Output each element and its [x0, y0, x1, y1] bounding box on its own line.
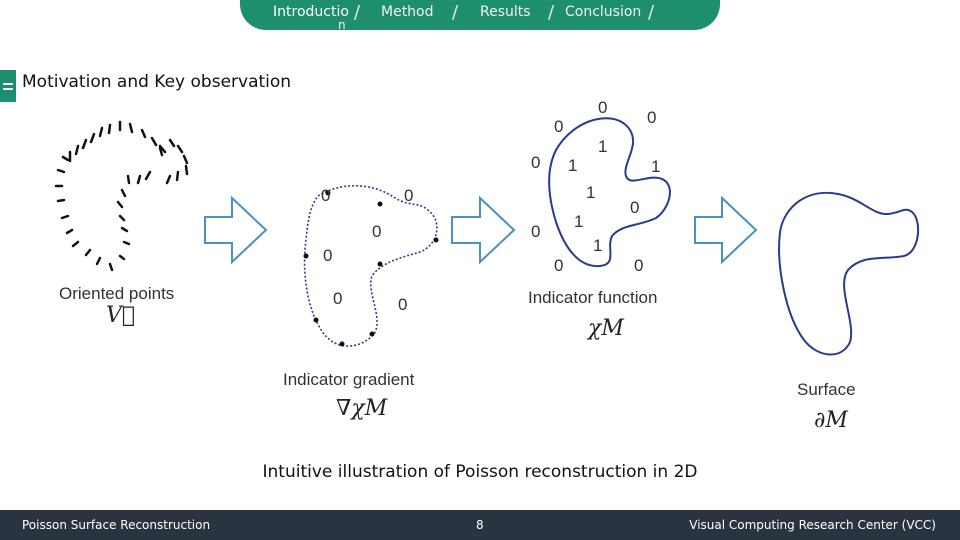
nav-separator: /	[354, 2, 361, 23]
stage-label-indicator-function: Indicator function	[528, 288, 658, 307]
stage-label-surface: Surface	[797, 380, 856, 399]
section-title: Motivation and Key observation	[22, 72, 292, 92]
gradient-value: 0	[321, 186, 331, 205]
oriented-points-cloud	[54, 120, 189, 272]
indicator-value: 0	[554, 256, 564, 275]
nav-separator: /	[452, 2, 459, 23]
indicator-value: 0	[554, 117, 564, 136]
indicator-value: 0	[647, 108, 657, 127]
footer-title: Poisson Surface Reconstruction	[22, 518, 211, 532]
indicator-value: 1	[586, 183, 596, 202]
nav-separator: /	[648, 2, 655, 23]
nav-item-conclusion[interactable]: Conclusion	[565, 4, 642, 20]
flow-arrow-icon	[204, 195, 758, 265]
nav-item-results[interactable]: Results	[480, 4, 531, 20]
indicator-value: 1	[651, 157, 661, 176]
gradient-value: 0	[333, 289, 343, 308]
nav-item-introduction[interactable]: Introductio	[273, 4, 349, 20]
indicator-value: 0	[634, 256, 644, 275]
indicator-value: 1	[593, 236, 603, 255]
stage-label-oriented-points: Oriented points	[59, 284, 175, 303]
indicator-value: 1	[598, 137, 608, 156]
gradient-arrows	[303, 190, 439, 347]
footer-organization: Visual Computing Research Center (VCC)	[689, 518, 936, 532]
page-number: 8	[476, 518, 484, 532]
stage-symbol-dm: ∂M	[814, 408, 848, 433]
stage-label-indicator-gradient: Indicator gradient	[283, 370, 415, 389]
surface-curve	[778, 191, 920, 356]
section-marker-icon	[0, 70, 16, 102]
indicator-value: 0	[630, 198, 640, 217]
indicator-function-curve	[548, 117, 671, 268]
footer-bar: Poisson Surface Reconstruction 8 Visual …	[0, 510, 960, 540]
indicator-value: 1	[568, 156, 578, 175]
indicator-value: 0	[531, 153, 541, 172]
indicator-value: 0	[598, 98, 608, 117]
nav-item-method[interactable]: Method	[381, 4, 434, 20]
gradient-value: 0	[323, 246, 333, 265]
gradient-value: 0	[372, 222, 382, 241]
indicator-value: 1	[574, 212, 584, 231]
top-navigation-bar: Introductio n / Method / Results / Concl…	[240, 0, 720, 32]
stage-symbol-gradient: ∇χM	[336, 396, 388, 421]
stage-symbol-v: V⃗	[106, 303, 136, 328]
nav-separator: /	[548, 2, 555, 23]
stage-symbol-chi: χM	[588, 316, 624, 341]
indicator-value: 0	[531, 222, 541, 241]
nav-item-introduction-wrap: n	[338, 18, 346, 32]
gradient-value: 0	[404, 186, 414, 205]
figure-caption: Intuitive illustration of Poisson recons…	[262, 462, 698, 482]
gradient-value: 0	[398, 295, 408, 314]
